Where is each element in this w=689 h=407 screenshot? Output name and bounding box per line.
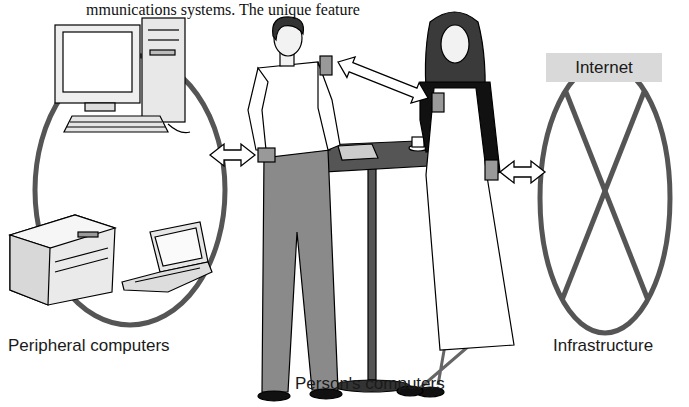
man-figure [248, 17, 342, 401]
laptop [122, 222, 212, 292]
printer [10, 215, 115, 305]
double-arrow [334, 52, 432, 108]
group-label: Peripheral computers [8, 336, 170, 356]
desktop-computer [55, 18, 190, 133]
network-line [562, 92, 644, 300]
group-label: Person's computers [295, 374, 445, 394]
body-text-fragment: mmunications systems. The unique feature [86, 0, 360, 20]
double-arrow [210, 144, 255, 166]
group-label: Infrastructure [553, 336, 653, 356]
infrastructure-oval [540, 63, 670, 333]
internet-box: Internet [546, 53, 662, 82]
double-arrow [500, 161, 545, 183]
woman-figure [397, 12, 514, 397]
box-text: Internet [575, 58, 633, 78]
network-line [566, 92, 648, 300]
